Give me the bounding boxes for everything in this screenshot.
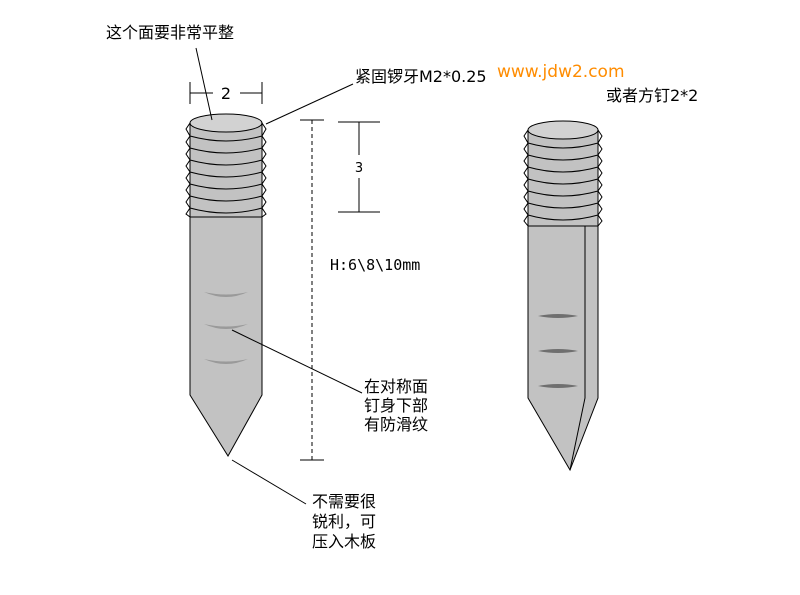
dim-thread: 3 bbox=[338, 121, 380, 213]
dim-height-label: H:6\8\10mm bbox=[330, 256, 420, 274]
square-nail-groove bbox=[538, 314, 578, 318]
dim-thread-label: 3 bbox=[355, 161, 363, 176]
tip-label-line: 压入木板 bbox=[312, 532, 376, 551]
round-nail bbox=[185, 113, 267, 457]
round-nail-groove bbox=[204, 324, 248, 329]
groove-label-line: 在对称面 bbox=[364, 377, 428, 396]
round-nail-shank bbox=[189, 215, 263, 457]
square-nail-shank bbox=[527, 225, 599, 472]
round-nail-groove bbox=[204, 359, 248, 364]
tip-label-line: 不需要很 bbox=[312, 492, 376, 511]
round-nail-flat-top bbox=[189, 113, 263, 133]
alt-nail-label: 或者方钉2*2 bbox=[606, 86, 698, 105]
leader-thread-spec bbox=[265, 83, 354, 125]
leader-tip bbox=[231, 459, 307, 505]
thread-spec-label: 紧固锣牙M2*0.25 bbox=[355, 67, 487, 86]
groove-label-line: 钉身下部 bbox=[364, 396, 428, 415]
square-nail-groove bbox=[538, 384, 578, 388]
flat-top-label: 这个面要非常平整 bbox=[106, 23, 234, 42]
dim-width: 2 bbox=[189, 82, 263, 104]
round-nail-thread bbox=[185, 113, 267, 218]
leader-flat-top bbox=[195, 47, 213, 121]
round-nail-groove bbox=[204, 292, 248, 297]
square-nail bbox=[523, 120, 603, 472]
groove-label-line: 有防滑纹 bbox=[364, 415, 428, 434]
square-nail-thread bbox=[523, 120, 603, 227]
leader-grooves bbox=[231, 329, 363, 394]
dim-height: H:6\8\10mm bbox=[300, 119, 420, 461]
square-nail-groove bbox=[538, 349, 578, 353]
watermark-text: www.jdw2.com bbox=[497, 62, 625, 82]
dim-width-label: 2 bbox=[221, 84, 231, 103]
tip-label-line: 锐利，可 bbox=[312, 512, 376, 531]
